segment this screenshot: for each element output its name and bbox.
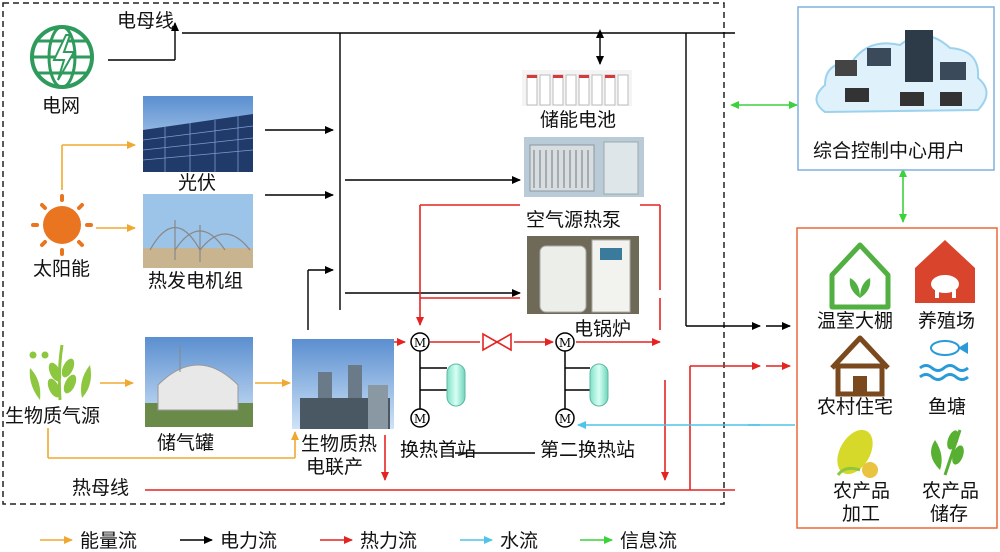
house-icon (830, 335, 890, 397)
legend-label-energy: 能量流 (80, 530, 137, 552)
storage-label-line1: 农产品 (922, 480, 979, 502)
solar-thermal-image (143, 194, 253, 268)
gas-tank-label: 储气罐 (157, 432, 214, 454)
power-bus-label: 电母线 (117, 10, 174, 32)
fish-pond-label: 鱼塘 (928, 396, 966, 418)
chp-plant-image (292, 339, 394, 429)
power-flow-lines (108, 22, 791, 454)
grain-storage-icon (931, 429, 964, 476)
solar-label: 太阳能 (33, 258, 90, 280)
greenhouse-label: 温室大棚 (817, 310, 893, 332)
storage-label-line2: 储存 (930, 503, 968, 525)
farm-icon (915, 240, 975, 303)
legend: 能量流 电力流 热力流 水流 信息流 (40, 530, 677, 552)
electric-boiler-label: 电锅炉 (574, 318, 631, 340)
grid-label: 电网 (42, 95, 80, 117)
gas-tank-image (145, 337, 253, 427)
pv-panel-image (142, 96, 254, 172)
electric-boiler-image (527, 236, 639, 314)
energy-flow-lines (47, 141, 299, 459)
processing-label-line2: 加工 (842, 503, 880, 525)
legend-label-heat: 热力流 (360, 530, 417, 552)
heat-bus-label: 热母线 (72, 477, 129, 499)
fish-pond-icon (919, 340, 969, 381)
chp-label-line1: 生物质热 (301, 433, 377, 455)
sun-icon (31, 194, 93, 256)
system-boundary (2, 2, 725, 505)
svg-text:M: M (414, 412, 426, 426)
chp-label-line2: 电联产 (306, 456, 363, 478)
biogas-source-label: 生物质气源 (5, 405, 100, 427)
legend-label-power: 电力流 (220, 530, 277, 552)
air-heat-pump-label: 空气源热泵 (526, 209, 621, 231)
battery-rack-image (522, 70, 632, 106)
svg-text:M: M (414, 336, 426, 350)
wheat-icon (29, 344, 91, 401)
pv-label: 光伏 (178, 172, 216, 194)
hx-second-label: 第二换热站 (540, 439, 635, 461)
house-label: 农村住宅 (817, 396, 893, 418)
svg-text:M: M (559, 412, 571, 426)
info-flow-lines (730, 101, 907, 223)
svg-text:M: M (559, 336, 571, 350)
cloud-computers-image (815, 30, 988, 114)
legend-label-info: 信息流 (620, 530, 677, 552)
heat-flow-lines (145, 204, 791, 491)
hx-first-label: 换热首站 (400, 439, 476, 461)
valve-icon (482, 332, 512, 352)
corn-processing-icon (836, 429, 878, 478)
hx-first-station: M M (410, 332, 466, 428)
hx-second-station: M M (555, 332, 609, 428)
grid-globe-icon (30, 25, 94, 89)
farm-label: 养殖场 (918, 310, 975, 332)
control-center-label: 综合控制中心用户 (813, 140, 965, 162)
air-heat-pump-image (524, 137, 644, 197)
greenhouse-icon (829, 242, 891, 310)
thermal-gen-label: 热发电机组 (148, 270, 243, 292)
legend-label-water: 水流 (500, 530, 538, 552)
processing-label-line1: 农产品 (833, 480, 890, 502)
battery-label: 储能电池 (540, 109, 616, 131)
